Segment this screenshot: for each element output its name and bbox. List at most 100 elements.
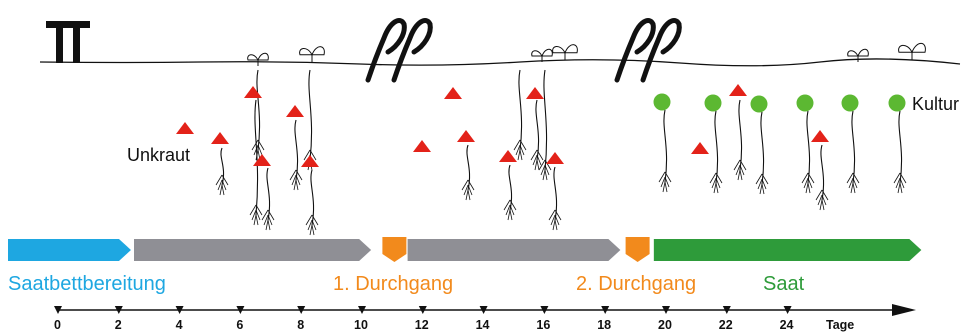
weed-root-branch bbox=[821, 194, 827, 206]
crop-root-branch bbox=[801, 172, 809, 184]
crop-root-branch bbox=[759, 183, 763, 195]
weed-root-branch bbox=[467, 189, 471, 201]
crop-label: Kultur bbox=[912, 94, 960, 114]
crop-root-branch bbox=[664, 176, 670, 188]
crop-root-branch bbox=[897, 182, 901, 194]
weed-root bbox=[310, 169, 315, 226]
weed-seedling-marker bbox=[457, 130, 475, 142]
pass-marker-2 bbox=[382, 237, 407, 262]
crop-root-branch bbox=[803, 177, 809, 189]
axis-tick-label: 8 bbox=[297, 318, 305, 332]
crop-root-branch bbox=[757, 178, 763, 190]
weed-root-branch bbox=[251, 209, 257, 221]
weed-root-branch bbox=[737, 169, 741, 181]
weed-root-branch bbox=[517, 149, 521, 161]
weed-root bbox=[518, 69, 523, 151]
sprout-leaf bbox=[257, 52, 269, 61]
weed-root-branch bbox=[548, 209, 556, 221]
weed-root bbox=[820, 144, 825, 201]
weed-seedling-marker bbox=[413, 140, 431, 152]
roots-layer bbox=[215, 42, 926, 236]
crop-root-branch bbox=[852, 182, 856, 194]
sprout-leaf bbox=[311, 46, 325, 56]
weed-seedling-marker bbox=[301, 155, 319, 167]
phase-label-pass-2: 2. Durchgang bbox=[576, 273, 697, 295]
sprout-leaf bbox=[857, 48, 869, 57]
weed-root bbox=[256, 69, 261, 151]
time-axis-tick bbox=[418, 306, 427, 314]
axis-tick-label: 12 bbox=[414, 318, 429, 332]
time-axis-tick bbox=[722, 306, 731, 314]
weed-root-branch bbox=[554, 214, 560, 226]
crop-root-branch bbox=[664, 181, 668, 193]
crop-root-branch bbox=[711, 177, 717, 189]
sprout-leaf bbox=[847, 50, 859, 57]
axis-tick-label: 20 bbox=[658, 318, 672, 332]
crop-root bbox=[806, 110, 811, 184]
weed-root-branch bbox=[255, 209, 261, 221]
time-axis-tick bbox=[601, 306, 610, 314]
sprout-leaf bbox=[911, 42, 926, 53]
weed-root-branch bbox=[515, 144, 521, 156]
phase-bar-1 bbox=[134, 239, 372, 261]
sprout-leaf bbox=[531, 50, 543, 57]
weed-seedling-marker bbox=[499, 150, 517, 162]
weed-root-branch bbox=[311, 214, 319, 226]
weed-root-branch bbox=[519, 139, 527, 151]
weed-root-branch bbox=[530, 149, 538, 161]
weed-root-branch bbox=[467, 179, 475, 191]
sprout-leaf bbox=[898, 44, 913, 53]
weed-root-branch bbox=[265, 219, 269, 231]
weed-root-branch bbox=[505, 204, 511, 216]
axis-unit-label: Tage bbox=[826, 318, 855, 332]
time-axis-tick bbox=[297, 306, 306, 314]
weed-root-branch bbox=[249, 204, 257, 216]
weed-root-branch bbox=[536, 159, 540, 171]
harrow-icon bbox=[46, 21, 90, 28]
crop-root-branch bbox=[852, 172, 860, 184]
tine-weeder-icon bbox=[365, 18, 407, 83]
time-axis-arrowhead bbox=[892, 304, 916, 316]
weed-root-branch bbox=[540, 164, 546, 176]
weed-root-branch bbox=[263, 214, 269, 226]
crop-root-branch bbox=[761, 183, 765, 195]
time-axis-tick bbox=[358, 306, 366, 314]
crop-root-branch bbox=[715, 172, 723, 184]
time-axis-layer bbox=[54, 304, 916, 316]
weed-root-branch bbox=[307, 219, 313, 231]
weed-root-branch bbox=[255, 214, 259, 226]
weed-seedling-marker bbox=[286, 105, 304, 117]
weed-root-branch bbox=[311, 224, 315, 236]
weed-root-branch bbox=[739, 164, 745, 176]
weed-root-branch bbox=[255, 204, 263, 216]
weed-root-branch bbox=[255, 149, 259, 161]
weed-root-branch bbox=[251, 139, 259, 151]
weed-root-branch bbox=[552, 219, 556, 231]
weed-root-branch bbox=[542, 169, 546, 181]
weed-root-branch bbox=[821, 199, 825, 211]
weed-root-branch bbox=[536, 154, 542, 166]
crop-root bbox=[898, 110, 903, 184]
time-axis-tick bbox=[662, 306, 670, 314]
crop-root-branch bbox=[761, 173, 769, 185]
phase-bar-3 bbox=[407, 239, 621, 261]
phase-label-pass-1: 1. Durchgang bbox=[333, 273, 454, 295]
phase-label-sowing: Saat bbox=[763, 273, 805, 295]
axis-tick-label: 0 bbox=[54, 318, 61, 332]
weed-seedling-marker bbox=[211, 132, 229, 144]
crop-root-branch bbox=[662, 181, 666, 193]
axis-tick-label: 18 bbox=[597, 318, 612, 332]
sprout-leaf bbox=[552, 46, 566, 54]
tine-weeder-icon bbox=[640, 18, 682, 83]
weed-root-branch bbox=[309, 149, 317, 161]
weed-root-branch bbox=[815, 189, 823, 201]
weed-root bbox=[294, 119, 299, 181]
time-axis-tick bbox=[236, 306, 245, 314]
sprout-leaf bbox=[564, 44, 578, 54]
crop-root-branch bbox=[850, 182, 854, 194]
weed-root-branch bbox=[544, 159, 552, 171]
crop-seedling-marker bbox=[841, 94, 859, 112]
weed-root-branch bbox=[461, 179, 469, 191]
axis-tick-label: 6 bbox=[236, 318, 244, 332]
